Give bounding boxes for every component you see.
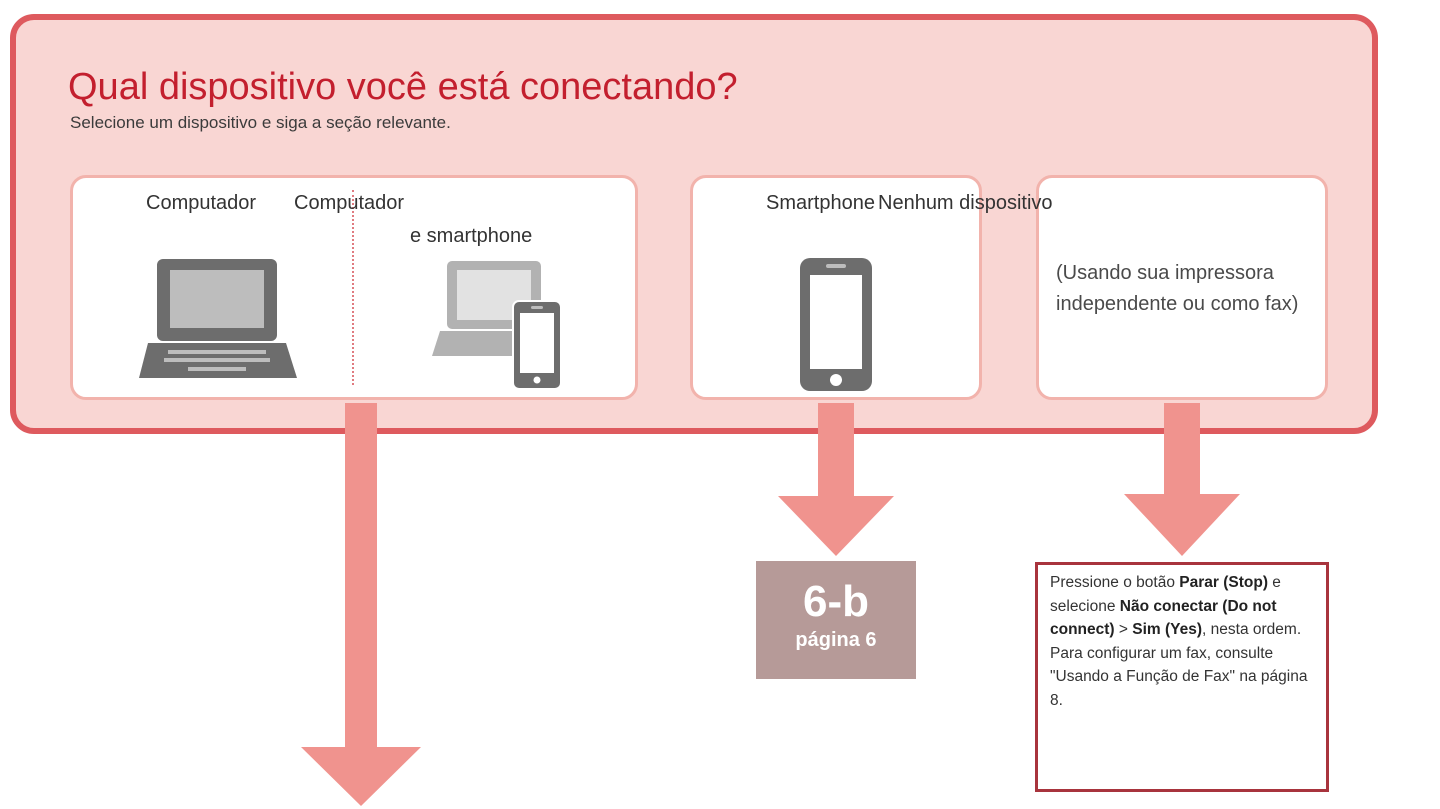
option-label-no-device: Nenhum dispositivo <box>878 192 1053 214</box>
yes-label: Sim (Yes) <box>1132 621 1203 638</box>
no-device-instructions: Pressione o botão Parar (Stop) e selecio… <box>1035 562 1329 792</box>
option-label-computer: Computador <box>146 192 257 214</box>
option-label-computer-smartphone: Computador <box>294 192 405 214</box>
option-label-computer-smartphone-line2: e smartphone <box>410 225 533 247</box>
no-device-option-card[interactable] <box>1036 175 1328 400</box>
smartphone-arrow <box>778 403 894 556</box>
section-code: 6-b <box>803 577 869 626</box>
page-subtitle: Selecione um dispositivo e siga a seção … <box>70 113 451 132</box>
stop-button-label: Parar (Stop) <box>1179 574 1268 591</box>
do-not-connect-label: Não conectar (Do not connect) <box>1050 597 1277 639</box>
card-divider <box>352 190 354 385</box>
computer-arrow <box>301 403 421 806</box>
instruction-text: e selecione <box>1050 574 1281 615</box>
section-page: página 6 <box>795 629 877 651</box>
option-label-smartphone: Smartphone <box>766 192 875 214</box>
instruction-text: > <box>1114 621 1133 638</box>
page-title: Qual dispositivo você está conectando? <box>68 66 738 108</box>
laptop-icon <box>139 259 297 378</box>
no-device-arrow <box>1124 403 1240 556</box>
destination-section-6b[interactable]: 6-b página 6 <box>756 561 916 679</box>
laptop-smartphone-icon <box>432 261 562 390</box>
smartphone-icon <box>800 258 872 391</box>
no-device-note: (Usando sua impressora independente ou c… <box>1056 262 1299 315</box>
instruction-text: , nesta ordem. Para configurar um fax, c… <box>1050 621 1308 709</box>
instruction-text: Pressione o botão <box>1050 574 1180 591</box>
